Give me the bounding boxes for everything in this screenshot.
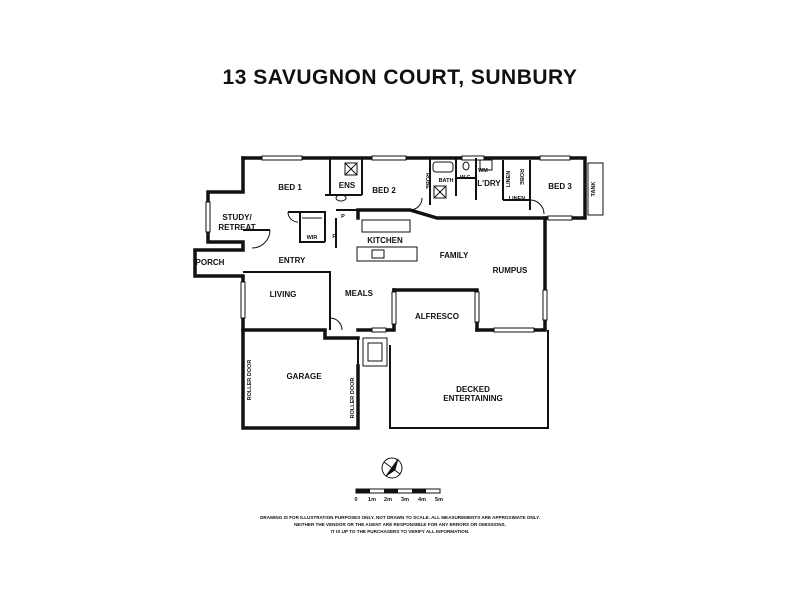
room-label-meals: MEALS xyxy=(345,289,374,298)
scale-label: 5m xyxy=(435,497,443,503)
room-label-entry: ENTRY xyxy=(279,256,306,265)
room-label-ens: ENS xyxy=(339,181,356,190)
fixtures xyxy=(251,159,604,367)
scale-bar: 0 1m 2m 3m 4m 5m xyxy=(354,488,443,503)
disclaimer-line: IT IS UP TO THE PURCHASERS TO VERIFY ALL… xyxy=(330,529,470,534)
room-label-wc: W.C. xyxy=(460,175,472,181)
room-label-study: STUDY/ xyxy=(222,213,252,222)
room-label-laundry: L'DRY xyxy=(477,179,501,188)
room-label-porch: PORCH xyxy=(196,258,225,267)
scale-label: 3m xyxy=(401,497,409,503)
disclaimer-line: DRAWING IS FOR ILLUSTRATION PURPOSES ONL… xyxy=(260,515,540,520)
page-title: 13 SAVUGNON COURT, SUNBURY xyxy=(222,66,578,89)
room-label-tank: TANK xyxy=(591,182,597,197)
room-label-bed-1: BED 1 xyxy=(278,183,302,192)
disclaimer: DRAWING IS FOR ILLUSTRATION PURPOSES ONL… xyxy=(0,514,800,535)
room-label-linen: LINEN xyxy=(506,171,512,188)
room-label-living: LIVING xyxy=(270,290,297,299)
room-label-linen-2: LINEN xyxy=(509,196,526,202)
room-label-alfresco: ALFRESCO xyxy=(415,312,459,321)
room-label-robe-2: ROBE xyxy=(518,169,524,185)
room-label-decked: DECKED xyxy=(456,385,490,394)
room-label-wir: WIR xyxy=(307,235,318,241)
room-label-rumpus: RUMPUS xyxy=(493,266,528,275)
scale-label: 1m xyxy=(368,497,376,503)
room-label-bed-3: BED 3 xyxy=(548,182,572,191)
room-label-retreat: RETREAT xyxy=(218,223,255,232)
windows xyxy=(205,155,573,333)
scale-label: 4m xyxy=(418,497,426,503)
scale-label: 2m xyxy=(384,497,392,503)
room-label-roller-door-1: ROLLER DOOR xyxy=(247,360,253,401)
room-label-bath: BATH xyxy=(439,178,454,184)
scale-label: 0 xyxy=(354,497,357,503)
north-arrow-icon xyxy=(381,457,403,479)
disclaimer-line: NEITHER THE VENDOR OR THE AGENT ARE RESP… xyxy=(294,522,506,527)
room-label-fridge: F xyxy=(332,234,336,240)
room-label-family: FAMILY xyxy=(440,251,469,260)
room-label-roller-door-2: ROLLER DOOR xyxy=(350,378,356,419)
room-label-garage: GARAGE xyxy=(286,372,322,381)
room-label-kitchen: KITCHEN xyxy=(367,236,403,245)
room-label-robe: ROBE xyxy=(424,173,430,189)
room-label-bed-2: BED 2 xyxy=(372,186,396,195)
room-label-pantry: P xyxy=(341,214,345,220)
room-label-wm: WM xyxy=(478,168,488,174)
room-label-entertaining: ENTERTAINING xyxy=(443,394,502,403)
